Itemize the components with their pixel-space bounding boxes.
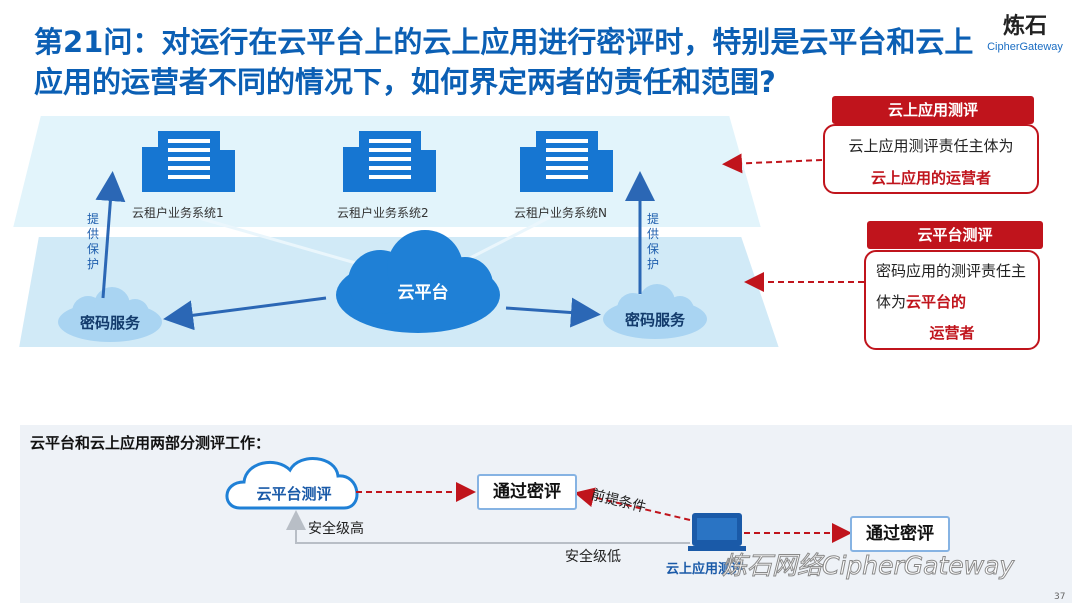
page-title: 第21问：对运行在云平台上的云上应用进行密评时，特别是云平台和云上应用的运营者不… [34, 25, 974, 99]
watermark: 炼石网络CipherGateway [721, 551, 1015, 581]
security-low-label: 安全级低 [565, 549, 621, 565]
crypto-service-left-label: 密码服务 [79, 314, 140, 332]
cloud-platform-label: 云平台 [397, 283, 449, 303]
bottom-panel [20, 425, 1072, 603]
app-eval-highlight: 云上应用的运营者 [870, 169, 991, 187]
cloud-platform-icon [336, 230, 500, 333]
platform-eval-highlight-2: 运营者 [929, 324, 975, 342]
crypto-service-right-label: 密码服务 [624, 311, 685, 329]
cloud-eval-icon [225, 457, 359, 510]
app-eval-text: 云上应用测评责任主体为 [848, 137, 1014, 155]
bottom-panel-title: 云平台和云上应用两部分测评工作： [30, 434, 271, 452]
security-high-label: 安全级高 [308, 521, 364, 537]
protect-label-left: 提供保护 [86, 212, 99, 271]
system-label-1: 云租户业务系统1 [132, 206, 224, 220]
app-eval-card: 云上应用测评责任主体为 云上应用的运营者 [823, 124, 1039, 194]
cloud-eval-label: 云平台测评 [256, 485, 332, 503]
system-label-n: 云租户业务系统N [514, 206, 607, 220]
app-eval-card-title: 云上应用测评 [832, 96, 1034, 124]
logo-cn: 炼石 [1002, 14, 1047, 39]
pass-eval-box-1: 通过密评 [477, 474, 577, 510]
platform-eval-card: 密码应用的测评责任主体为云平台的 运营者 [864, 250, 1040, 350]
platform-eval-highlight-1: 云平台的 [906, 293, 967, 311]
platform-eval-text: 密码应用的测评责任主体为 [876, 262, 1027, 311]
app-eval-icon [688, 513, 746, 551]
crypto-cloud-right-icon [603, 284, 707, 339]
page-number: 37 [1054, 592, 1066, 602]
app-eval-label: 云上应用测评 [666, 562, 745, 577]
logo-en: CipherGateway [987, 41, 1063, 53]
pass-eval-box-2: 通过密评 [850, 516, 950, 552]
logo: 炼石 CipherGateway [980, 14, 1070, 54]
protect-label-right: 提供保护 [646, 212, 659, 271]
system-label-2: 云租户业务系统2 [337, 206, 429, 220]
crypto-cloud-left-icon [58, 287, 162, 342]
platform-eval-card-title: 云平台测评 [867, 221, 1043, 249]
